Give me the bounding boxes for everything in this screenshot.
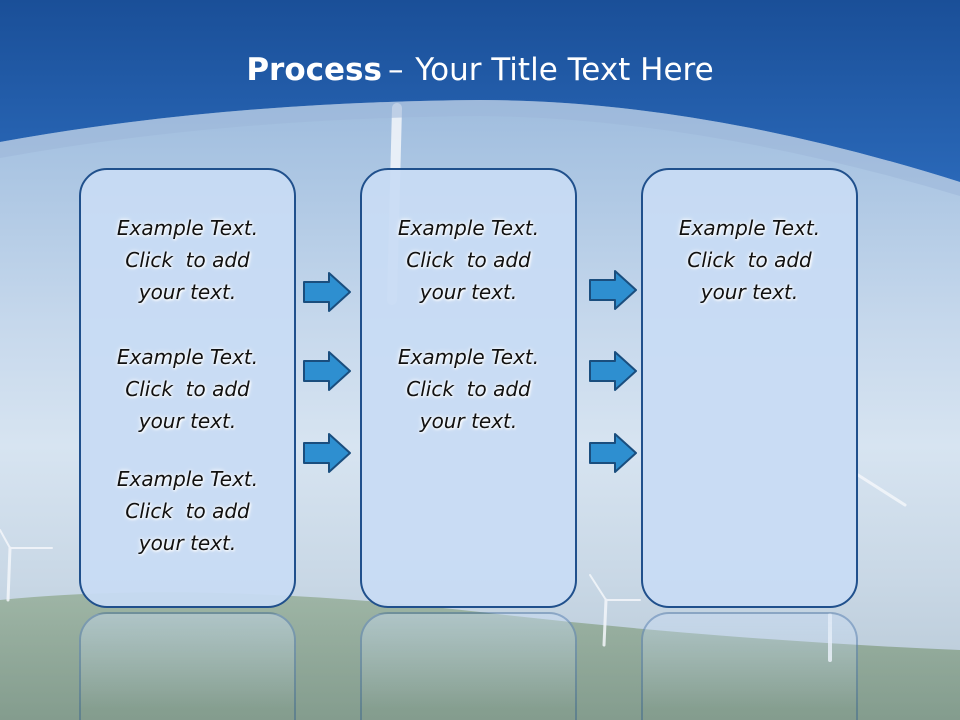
panel-reflection — [641, 612, 858, 720]
right-arrow-icon[interactable] — [588, 432, 638, 474]
title-separator: – — [387, 52, 404, 88]
text-line: Example Text. — [116, 345, 259, 369]
text-line: your text. — [138, 280, 237, 304]
right-arrow-icon[interactable] — [302, 271, 352, 313]
text-line: Example Text. — [116, 467, 259, 491]
text-line: Click to add — [125, 377, 250, 401]
text-line: your text. — [138, 409, 237, 433]
right-arrow-icon[interactable] — [588, 350, 638, 392]
text-block[interactable]: Example Text. Click to add your text. — [362, 341, 575, 437]
process-panel-1[interactable]: Example Text. Click to add your text. Ex… — [79, 168, 296, 608]
text-line: Example Text. — [397, 216, 540, 240]
text-line: Click to add — [406, 248, 531, 272]
text-line: Click to add — [687, 248, 812, 272]
text-line: Click to add — [125, 499, 250, 523]
header-band — [0, 0, 960, 182]
text-block[interactable]: Example Text. Click to add your text. — [81, 212, 294, 308]
text-line: Example Text. — [678, 216, 821, 240]
text-block[interactable]: Example Text. Click to add your text. — [643, 212, 856, 308]
text-line: your text. — [138, 531, 237, 555]
panel-reflection — [79, 612, 296, 720]
right-arrow-icon[interactable] — [302, 350, 352, 392]
text-block[interactable]: Example Text. Click to add your text. — [81, 463, 294, 559]
grass-hill — [0, 592, 960, 720]
text-line: Example Text. — [397, 345, 540, 369]
slide-title[interactable]: Process– Your Title Text Here — [0, 52, 960, 88]
text-line: your text. — [419, 280, 518, 304]
process-panel-3[interactable]: Example Text. Click to add your text. — [641, 168, 858, 608]
text-line: Example Text. — [116, 216, 259, 240]
text-block[interactable]: Example Text. Click to add your text. — [362, 212, 575, 308]
right-arrow-icon[interactable] — [302, 432, 352, 474]
process-panel-2[interactable]: Example Text. Click to add your text. Ex… — [360, 168, 577, 608]
text-line: Click to add — [125, 248, 250, 272]
panel-reflection — [360, 612, 577, 720]
text-line: your text. — [700, 280, 799, 304]
header-arc-highlight — [0, 100, 960, 196]
title-bold: Process — [246, 52, 382, 88]
title-rest: Your Title Text Here — [415, 52, 714, 88]
text-line: your text. — [419, 409, 518, 433]
text-line: Click to add — [406, 377, 531, 401]
text-block[interactable]: Example Text. Click to add your text. — [81, 341, 294, 437]
right-arrow-icon[interactable] — [588, 269, 638, 311]
